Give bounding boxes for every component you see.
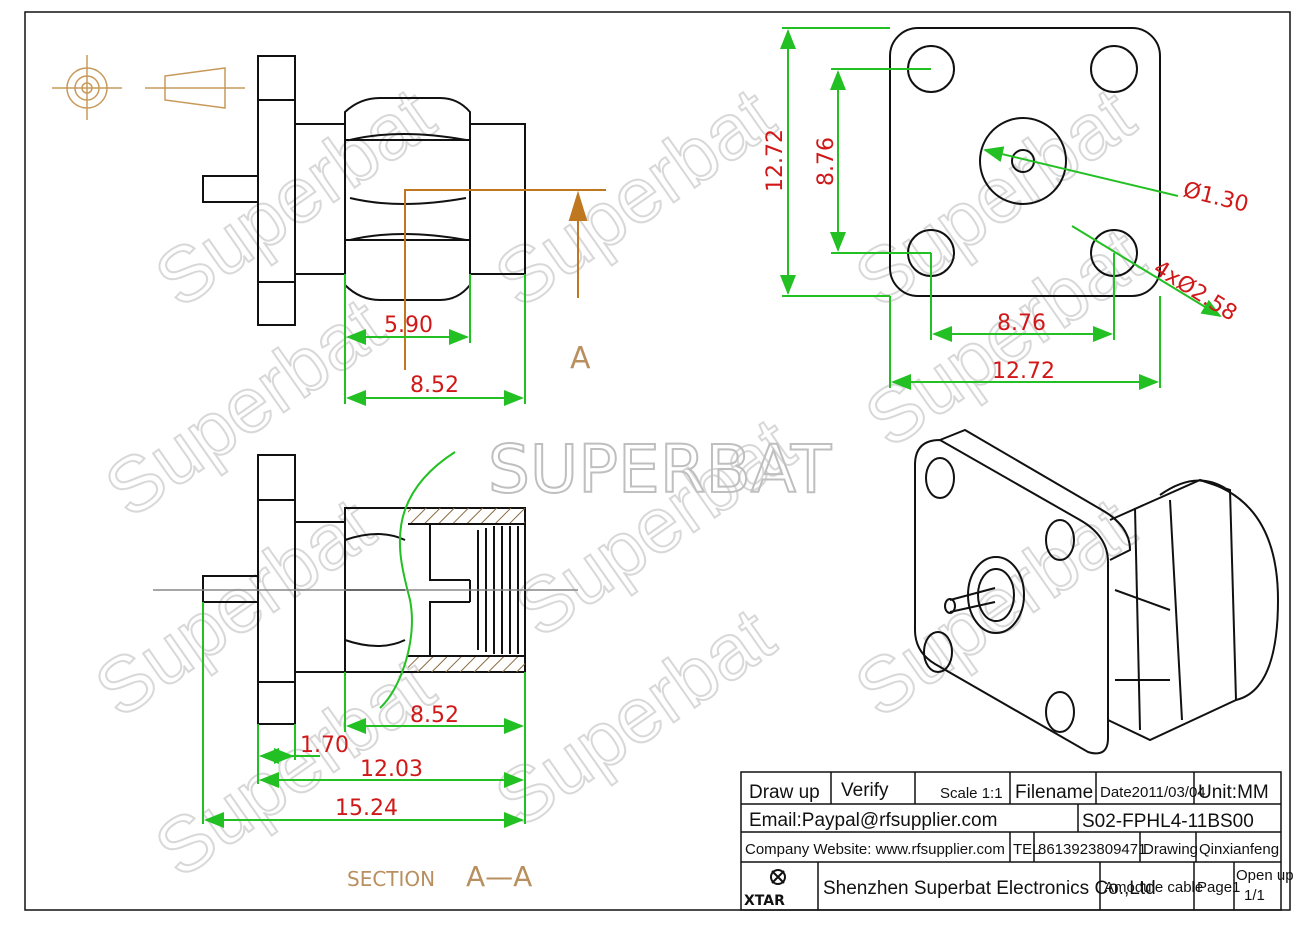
- section-label-suffix: A—A: [466, 860, 532, 893]
- title-part-number: S02-FPHL4-11BS00: [1082, 811, 1254, 832]
- section-view-dimensions: [202, 602, 526, 828]
- section-label-prefix: SECTION: [347, 867, 435, 891]
- section-break-line: [379, 451, 456, 709]
- dim-total-body: 12.03: [360, 757, 423, 782]
- section-marker-a: A: [570, 341, 591, 376]
- watermark-superbat: Superbat: [839, 480, 1149, 734]
- title-open-up-count: 1/1: [1244, 887, 1265, 904]
- title-drawing-label: Drawing: [1143, 841, 1198, 858]
- title-company: Shenzhen Superbat Electronics Co.,Ltd: [823, 878, 1156, 899]
- title-website: Company Website: www.rfsupplier.com: [745, 841, 1005, 858]
- title-block: [740, 771, 1282, 911]
- dim-flange-width: 12.72: [992, 359, 1055, 384]
- dim-body-length: 8.52: [410, 373, 459, 398]
- watermark-superbat: Superbat: [89, 280, 399, 534]
- xtar-logo: [770, 869, 786, 885]
- front-view: [889, 27, 1161, 297]
- front-view-dimensions: [780, 27, 1222, 390]
- watermark-superbat-center: SUPERBAT: [488, 431, 832, 508]
- dim-flange-height: 12.72: [763, 129, 788, 192]
- dim-hex-width: 5.90: [384, 313, 433, 338]
- title-verify: Verify: [841, 780, 889, 801]
- projection-symbol: [52, 55, 245, 120]
- dim-section-body-length: 8.52: [410, 703, 459, 728]
- dim-hole-diameter: 4xØ2.58: [1149, 256, 1241, 327]
- title-draw-up: Draw up: [749, 782, 820, 803]
- title-tel-label: TEL: [1013, 841, 1041, 858]
- watermark-layer: Superbat Superbat Superbat Superbat Supe…: [78, 69, 1160, 895]
- title-date: Date2011/03/04: [1100, 784, 1206, 801]
- dim-hole-spacing-vertical: 8.76: [814, 137, 839, 186]
- dim-hole-spacing-horizontal: 8.76: [997, 311, 1046, 336]
- side-view-dimensions: [344, 274, 526, 406]
- isometric-view: [914, 428, 1280, 755]
- title-unit: Unit:MM: [1198, 782, 1269, 803]
- dim-pin-diameter: Ø1.30: [1181, 178, 1251, 218]
- dim-overall-length: 15.24: [335, 796, 398, 821]
- title-filename-label: Filename: [1015, 782, 1093, 803]
- title-scale: Scale 1:1: [940, 785, 1003, 802]
- title-page: Page1: [1197, 879, 1240, 896]
- section-cut-line: [404, 189, 606, 370]
- drawing-frame: [24, 11, 1291, 911]
- title-tel: 8613923809471: [1038, 841, 1146, 858]
- xtar-logo-text: XTAR: [744, 893, 785, 909]
- title-drawer: Qinxianfeng: [1199, 841, 1279, 858]
- title-product: Amodule cable: [1104, 879, 1203, 896]
- title-open-up: Open up: [1236, 867, 1294, 884]
- dim-flange-thickness: 1.70: [300, 733, 349, 758]
- title-email: Email:Paypal@rfsupplier.com: [749, 810, 997, 831]
